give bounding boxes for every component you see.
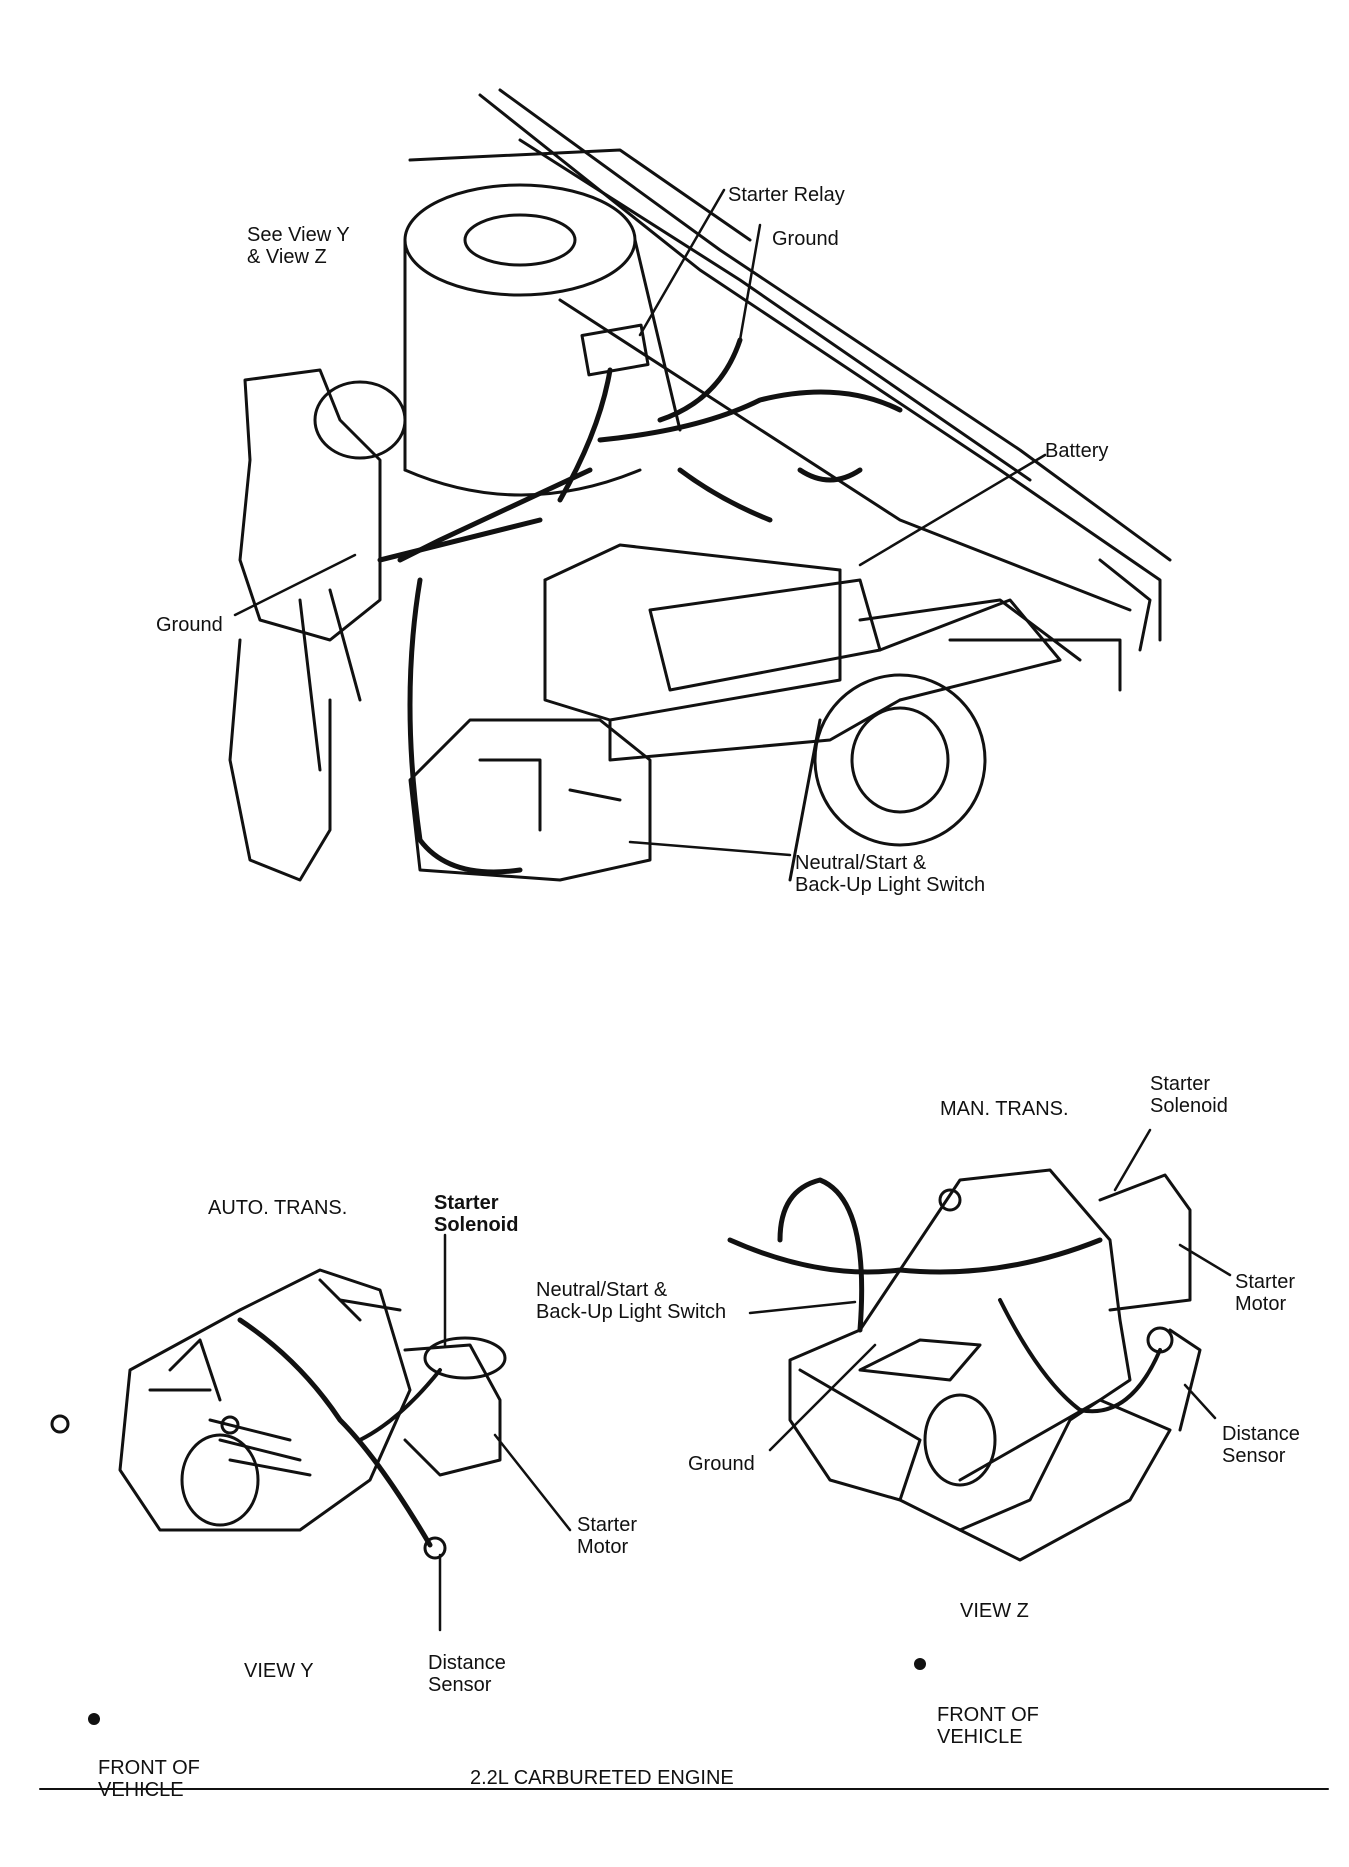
wiring-harness-drawing — [377, 337, 903, 875]
view-z-front-of-vehicle: FRONT OF VEHICLE — [937, 1704, 1039, 1748]
ground-top-label: Ground — [772, 228, 839, 250]
neutral-start-switch-label: Neutral/Start & Back-Up Light Switch — [795, 852, 986, 896]
starter-relay-drawing — [580, 323, 650, 377]
wheel-drawing — [788, 673, 987, 882]
leader-lines-main — [233, 188, 1047, 857]
engine-block-drawing — [228, 368, 407, 882]
battery-label: Battery — [1045, 440, 1109, 462]
air-cleaner-drawing — [403, 183, 682, 497]
ground-left-label: Ground — [156, 614, 223, 636]
view-z-drawing — [727, 1168, 1202, 1562]
leader-lines-view-y — [438, 1233, 572, 1632]
view-z-distance-sensor-label: Distance Sensor — [1222, 1423, 1300, 1467]
starter-relay-label: Starter Relay — [728, 184, 845, 206]
engine-footer-label: 2.2L CARBURETED ENGINE — [470, 1767, 734, 1789]
see-view-label: See View Y & View Z — [247, 224, 350, 268]
battery-drawing — [543, 543, 1062, 762]
view-z-caption: VIEW Z — [960, 1600, 1029, 1622]
view-y-front-of-vehicle: FRONT OF VEHICLE — [98, 1757, 200, 1801]
fender-hood-drawing — [408, 88, 1172, 692]
view-y-front-arrow-icon — [88, 1713, 100, 1725]
view-y-caption: VIEW Y — [244, 1660, 314, 1682]
transmission-drawing — [408, 718, 652, 882]
view-y-drawing — [50, 1268, 507, 1560]
view-z-neutral-start-switch-label: Neutral/Start & Back-Up Light Switch — [536, 1279, 727, 1323]
view-y-starter-solenoid-label: Starter Solenoid — [434, 1192, 519, 1236]
view-z-title: MAN. TRANS. — [940, 1098, 1069, 1120]
view-z-ground-label: Ground — [688, 1453, 755, 1475]
leader-lines-view-z — [748, 1128, 1232, 1452]
view-z-starter-solenoid-label: Starter Solenoid — [1150, 1073, 1228, 1117]
view-y-starter-motor-label: Starter Motor — [577, 1514, 638, 1558]
view-z-front-arrow-icon — [914, 1658, 926, 1670]
view-y-title: AUTO. TRANS. — [208, 1197, 348, 1219]
view-z-starter-motor-label: Starter Motor — [1235, 1271, 1296, 1315]
view-y-distance-sensor-label: Distance Sensor — [428, 1652, 506, 1696]
